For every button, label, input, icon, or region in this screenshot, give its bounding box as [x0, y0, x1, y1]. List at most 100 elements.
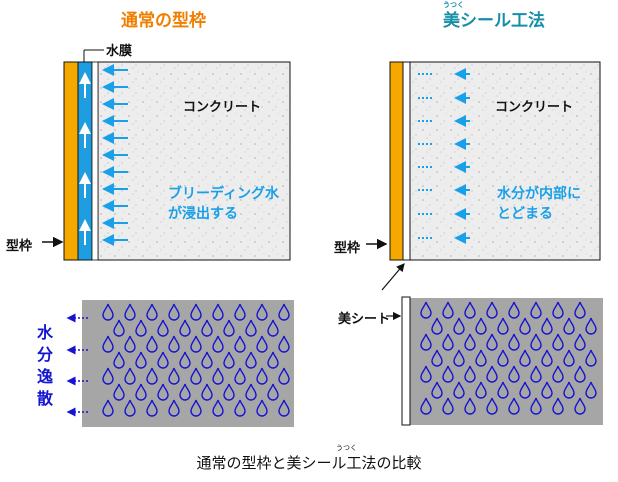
left-droplets	[102, 303, 290, 417]
water-droplet	[135, 383, 147, 401]
water-droplet	[102, 335, 114, 353]
left-formwork	[63, 61, 79, 261]
water-droplet	[179, 319, 191, 337]
water-droplet	[453, 317, 465, 335]
water-droplet	[278, 399, 290, 417]
water-escape-char: 散	[36, 389, 53, 408]
water-droplet	[113, 383, 125, 401]
water-droplet	[442, 365, 454, 383]
comparison-caption: 通常の型枠と美シール工法の比較	[196, 454, 422, 472]
water-droplet	[585, 349, 597, 367]
water-droplet	[475, 349, 487, 367]
water-droplet	[508, 301, 520, 319]
water-droplet	[552, 301, 564, 319]
water-droplet	[563, 317, 575, 335]
water-droplet	[267, 383, 279, 401]
water-droplet	[223, 383, 235, 401]
right-title-ruby: うつく	[443, 1, 464, 9]
right-droplets	[420, 301, 597, 415]
water-droplet	[486, 397, 498, 415]
water-droplet	[497, 317, 509, 335]
right-retained-arrows	[418, 68, 470, 244]
water-escape-arrows	[66, 313, 88, 417]
water-stays-text-2: とどまる	[497, 206, 553, 222]
right-formwork	[389, 61, 404, 261]
water-droplet	[552, 365, 564, 383]
water-droplet	[442, 333, 454, 351]
water-droplet	[256, 367, 268, 385]
water-droplet	[212, 399, 224, 417]
bleeding-text-1: ブリーディング水	[168, 186, 280, 202]
water-droplet	[179, 351, 191, 369]
water-droplet	[245, 319, 257, 337]
water-droplet	[453, 381, 465, 399]
water-droplet	[135, 319, 147, 337]
water-droplet	[574, 397, 586, 415]
water-droplet	[431, 349, 443, 367]
water-droplet	[278, 303, 290, 321]
water-droplet	[278, 335, 290, 353]
water-droplet	[486, 301, 498, 319]
water-droplet	[563, 349, 575, 367]
water-droplet	[102, 367, 114, 385]
water-droplet	[146, 303, 158, 321]
water-droplet	[530, 333, 542, 351]
left-panel-title: 通常の型枠	[121, 11, 206, 31]
water-droplet	[267, 319, 279, 337]
water-droplet	[475, 317, 487, 335]
water-droplet	[124, 303, 136, 321]
water-escape-vertical-text: 水 分 逸 散	[36, 322, 54, 410]
water-film-label: 水膜	[106, 44, 133, 59]
water-droplet	[475, 381, 487, 399]
water-droplet	[157, 351, 169, 369]
water-droplet	[212, 303, 224, 321]
right-formwork-label: 型枠	[334, 241, 361, 256]
left-formwork-label: 型枠	[6, 239, 33, 254]
sheet-label: 美シート	[338, 312, 391, 327]
water-droplet	[464, 333, 476, 351]
left-concrete-label: コンクリート	[183, 100, 262, 115]
water-droplet	[541, 349, 553, 367]
water-droplet	[453, 349, 465, 367]
left-concrete	[97, 61, 291, 261]
water-droplet	[464, 365, 476, 383]
left-bleeding-arrows	[102, 64, 128, 246]
water-droplet	[574, 333, 586, 351]
bleeding-text-2: が浸出する	[168, 206, 238, 222]
water-droplet	[574, 365, 586, 383]
water-droplet	[442, 397, 454, 415]
water-droplet	[190, 335, 202, 353]
water-droplet	[431, 381, 443, 399]
water-droplet	[135, 351, 147, 369]
water-droplet	[102, 399, 114, 417]
water-droplet	[168, 335, 180, 353]
water-droplet	[442, 301, 454, 319]
water-droplet	[190, 399, 202, 417]
water-stays-text-1: 水分が内部に	[497, 186, 581, 202]
water-droplet	[124, 367, 136, 385]
water-droplet	[234, 303, 246, 321]
water-droplet	[267, 351, 279, 369]
water-escape-char: 逸	[36, 367, 53, 386]
water-droplet	[157, 319, 169, 337]
water-droplet	[124, 399, 136, 417]
water-escape-char: 分	[36, 345, 53, 364]
water-droplet	[201, 319, 213, 337]
water-droplet	[508, 365, 520, 383]
water-droplet	[530, 301, 542, 319]
water-escape-char: 水	[36, 323, 53, 342]
water-droplet	[530, 365, 542, 383]
water-droplet	[245, 383, 257, 401]
water-droplet	[157, 383, 169, 401]
water-droplet	[234, 335, 246, 353]
water-droplet	[146, 399, 158, 417]
right-concrete-label: コンクリート	[495, 100, 574, 115]
water-droplet	[190, 367, 202, 385]
water-droplet	[464, 301, 476, 319]
water-droplet	[486, 333, 498, 351]
water-droplet	[212, 335, 224, 353]
water-droplet	[508, 397, 520, 415]
water-droplet	[519, 317, 531, 335]
water-droplet	[201, 351, 213, 369]
